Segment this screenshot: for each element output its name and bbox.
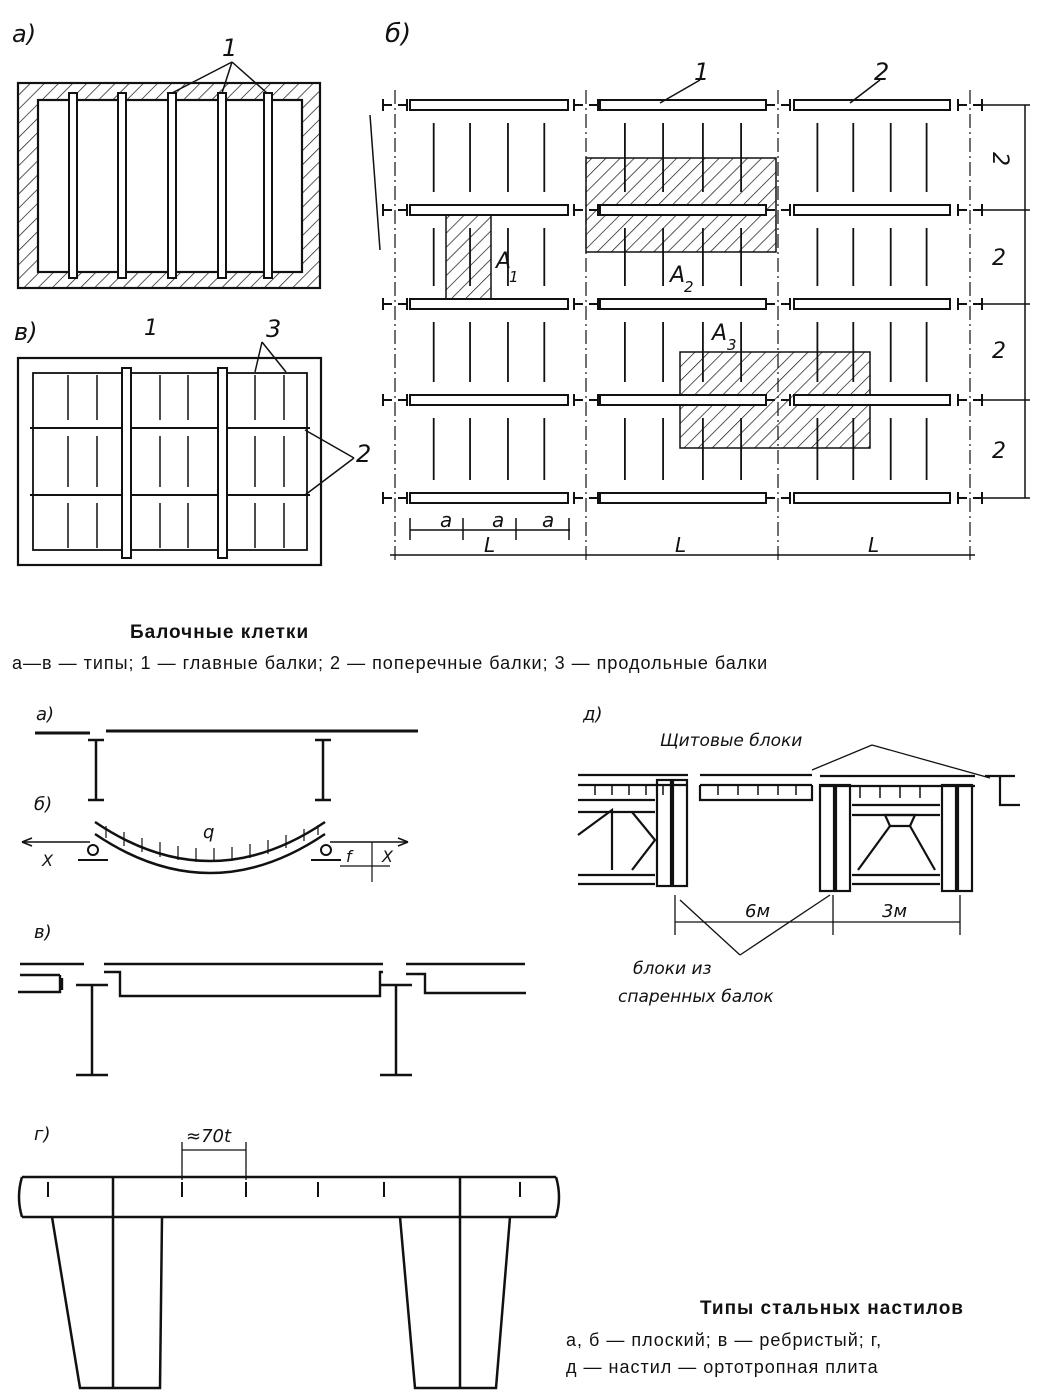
caption-beam-cells-title: Балочные клетки [130,622,310,643]
label-main-beam-a: 1 [222,34,237,62]
label-force-x-left: X [41,851,54,870]
caption-decks-line1: а, б — плоский; в — ребристый; г, [566,1330,883,1350]
label-dim-2-4: 2 [992,439,1006,464]
label-area-a3-sub: 3 [727,336,737,354]
label-dim-l-1: L [484,533,495,557]
deck-type-v [18,962,526,1077]
label-grid-beam-1: 1 [694,58,709,86]
label-force-x-right: X [381,847,394,866]
label-deck-a: а) [36,704,54,725]
label-area-a1-sub: 1 [509,268,519,286]
caption-decks-line2: д — настил — ортотропная плита [566,1357,879,1377]
deck-type-d [577,744,1020,956]
caption-beam-cells-text: а—в — типы; 1 — главные балки; 2 — попер… [12,653,769,673]
label-deck-d: д) [582,704,602,725]
label-dim-l-2: L [675,533,686,557]
label-dim-6m: 6м [745,901,770,922]
beam-cell-type-a [16,61,322,290]
label-deck-v: в) [34,922,52,943]
label-load-q: q [203,822,214,843]
label-fig-v: в) [14,318,38,346]
label-main-beam-v: 1 [144,316,158,341]
label-dim-a-2: a [492,508,504,532]
label-longitudinal-beams: 3 [266,315,281,343]
label-dim-l-3: L [868,533,879,557]
label-area-a3: A [710,321,727,346]
label-dim-2-1: 2 [987,152,1012,166]
label-paired-beams-2: спаренных балок [618,987,774,1007]
label-deck-b: б) [34,794,52,815]
label-transverse-beams: 2 [356,440,371,468]
beam-cell-type-b [369,79,1030,560]
deck-type-a [35,729,418,802]
deck-type-g [17,1142,561,1390]
label-dim-2-2: 2 [992,246,1006,271]
label-shield-blocks: Щитовые блоки [660,731,802,751]
label-dim-2-3: 2 [992,339,1006,364]
label-dim-3m: 3м [882,901,907,922]
label-deflection-f: f [346,847,354,866]
label-grid-beam-2: 2 [874,58,889,86]
label-fig-a: а) [12,20,36,48]
caption-decks-title: Типы стальных настилов [700,1298,964,1319]
label-area-a1: A [494,249,511,274]
label-area-a2: A [668,263,685,288]
label-dim-a-1: a [440,508,452,532]
label-fig-b: б) [385,19,411,49]
deck-type-b [21,820,409,882]
label-rib-spacing: ≈70t [186,1126,232,1147]
beam-cell-type-v [16,341,355,567]
label-area-a2-sub: 2 [684,278,694,296]
label-deck-g: г) [34,1124,50,1145]
label-dim-a-3: a [542,508,554,532]
label-paired-beams-1: блоки из [633,959,712,979]
